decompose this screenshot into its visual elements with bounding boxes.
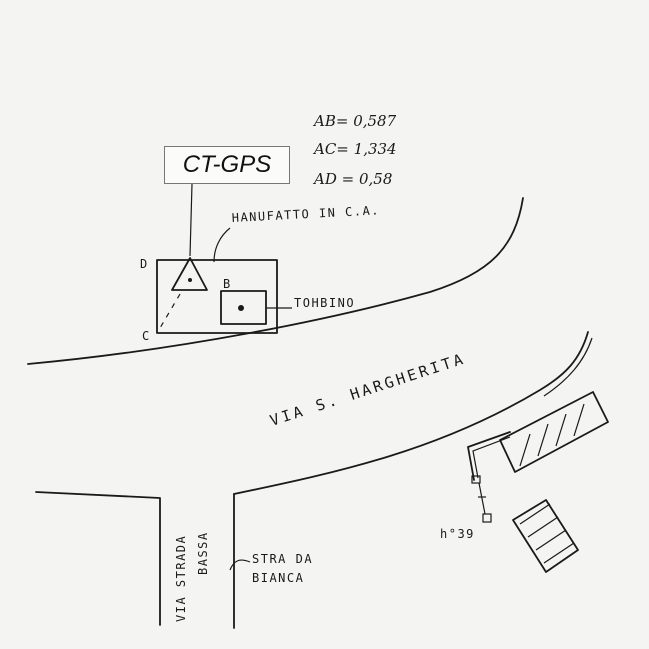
label-point-b: B	[223, 277, 232, 291]
house-2	[512, 499, 579, 573]
label-via-strada-bassa-1: VIA STRADA	[174, 535, 188, 622]
label-via-margherita: VIA S. HARGHERITA	[268, 349, 468, 429]
road-edge-lower-left	[35, 491, 161, 626]
tombino-dot	[238, 305, 244, 311]
label-tombino: TOHBINO	[294, 296, 355, 310]
strada-bianca-leader	[229, 559, 251, 571]
label-strada-bianca-1: STRA DA	[252, 552, 313, 566]
label-house-number: h°39	[440, 527, 475, 541]
road-edge-lower-right-2	[543, 337, 593, 397]
road-edge-lower-right	[233, 331, 589, 495]
measurement-ad: AD = 0,58	[312, 170, 392, 188]
gps-triangle	[171, 257, 208, 291]
label-via-strada-bassa-2: BASSA	[196, 531, 210, 575]
measurement-ac: AC= 1,334	[312, 140, 397, 158]
label-strada-bianca-2: BIANCA	[252, 571, 304, 585]
measurement-ab: AB= 0,587	[312, 112, 397, 130]
house-1	[499, 391, 609, 473]
diagonal-ac	[159, 293, 181, 329]
road-edge-upper	[27, 197, 524, 365]
gps-point	[188, 278, 192, 282]
label-point-c: C	[142, 329, 151, 343]
ct-gps-label: CT-GPS	[182, 151, 272, 178]
fence-structure	[467, 431, 511, 523]
ct-gps-label-box: CT-GPS	[164, 146, 290, 184]
label-manufatto: HANUFATTO IN C.A.	[231, 203, 380, 225]
manufatto-rect	[156, 259, 278, 334]
label-point-d: D	[140, 257, 149, 271]
gps-leader-line	[189, 183, 193, 257]
manufatto-leader	[213, 227, 231, 263]
